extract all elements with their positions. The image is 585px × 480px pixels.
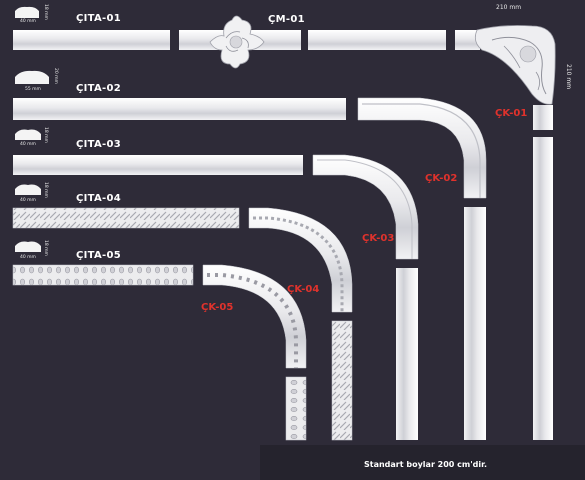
profile-height-1: 18 mm	[43, 4, 48, 20]
profile-width-2: 55 mm	[25, 87, 41, 92]
profile-icon-4	[15, 183, 41, 195]
profile-code-2: ÇITA-02	[76, 83, 122, 94]
profile-height-4: 18 mm	[43, 182, 48, 198]
profile-width-3: 40 mm	[20, 142, 36, 147]
corner-label-5: ÇK-05	[201, 302, 234, 313]
profile-code-1: ÇITA-01	[76, 13, 122, 24]
profile-code-3: ÇITA-03	[76, 139, 122, 150]
footer-note: Standart boylar 200 cm'dir.	[364, 460, 487, 469]
corner-label-2: ÇK-02	[425, 173, 458, 184]
corner-height-dim: 210 mm	[565, 64, 572, 90]
profile-width-5: 40 mm	[20, 255, 36, 260]
corner-label-1: ÇK-01	[495, 108, 528, 119]
profile-width-1: 40 mm	[20, 19, 36, 24]
profile-height-2: 20 mm	[53, 68, 58, 84]
profile-code-5: ÇITA-05	[76, 250, 122, 261]
profile-width-4: 40 mm	[20, 198, 36, 203]
corner-label-3: ÇK-03	[362, 233, 395, 244]
profile-height-3: 18 mm	[43, 127, 48, 143]
corner-width-dim: 210 mm	[496, 4, 522, 11]
profile-height-5: 18 mm	[43, 240, 48, 256]
profile-icon-3	[15, 128, 41, 140]
profile-icon-1	[15, 6, 39, 18]
profile-icon-2	[15, 70, 49, 84]
profile-code-4: ÇITA-04	[76, 193, 122, 204]
ornament-label: ÇM-01	[268, 14, 305, 25]
corner-label-4: ÇK-04	[287, 284, 320, 295]
profile-icon-5	[15, 240, 41, 252]
